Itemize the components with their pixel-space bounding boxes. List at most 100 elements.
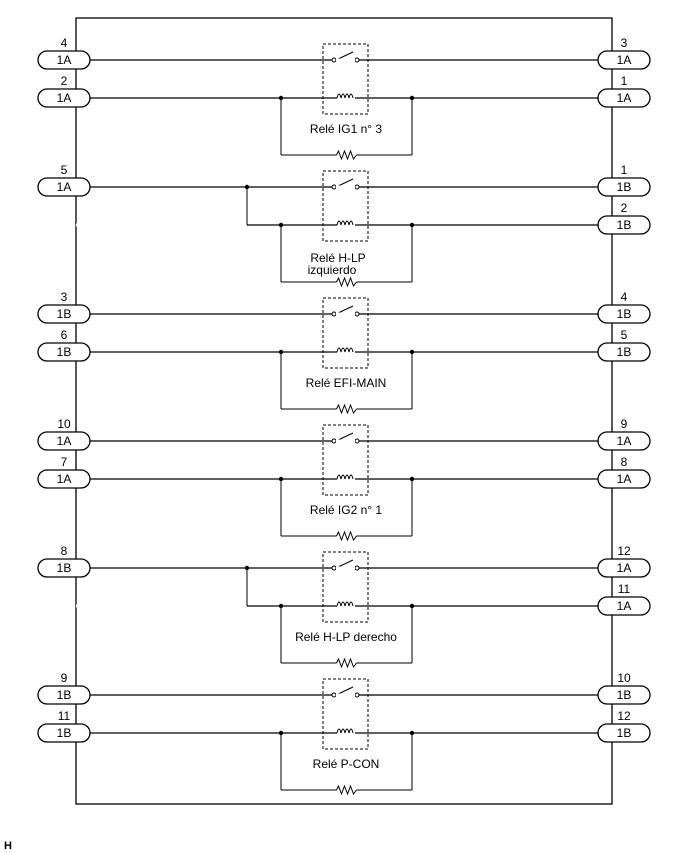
junction-dot bbox=[278, 95, 284, 101]
right-connector-label: 1B bbox=[617, 180, 632, 194]
relay-housing bbox=[322, 551, 369, 623]
right-connector-pill bbox=[597, 50, 651, 70]
right-connector-label: 1B bbox=[617, 726, 632, 740]
right-connector: 1B1 bbox=[597, 163, 651, 197]
left-connector: 1A4 bbox=[37, 36, 91, 70]
coil-symbol bbox=[336, 474, 354, 480]
left-connector-label: 1B bbox=[57, 561, 72, 575]
left-pin-number: 6 bbox=[61, 328, 68, 342]
junction-dot bbox=[409, 730, 415, 736]
resistor-symbol bbox=[336, 276, 357, 288]
junction-dot bbox=[244, 565, 250, 571]
left-connector-pill bbox=[37, 685, 91, 705]
right-connector-label: 1A bbox=[617, 599, 632, 613]
right-connector: 1B2 bbox=[597, 201, 651, 235]
left-pin-number: 8 bbox=[61, 544, 68, 558]
right-connector-label: 1B bbox=[617, 345, 632, 359]
right-connector: 1A9 bbox=[597, 417, 651, 451]
left-connector-pill bbox=[37, 558, 91, 578]
left-connector-label: 1A bbox=[57, 434, 72, 448]
switch-contact bbox=[331, 565, 337, 571]
left-connector-pill bbox=[37, 342, 91, 362]
right-connector-pill bbox=[597, 304, 651, 324]
relay-housing bbox=[322, 297, 369, 369]
switch-contact bbox=[354, 565, 360, 571]
switch-contact bbox=[354, 438, 360, 444]
junction-dot bbox=[278, 603, 284, 609]
left-pin-number: 7 bbox=[61, 455, 68, 469]
left-connector: 1A5 bbox=[37, 163, 91, 197]
right-connector-pill bbox=[597, 177, 651, 197]
coil-symbol bbox=[336, 728, 354, 734]
junction-dot bbox=[278, 222, 284, 228]
left-connector-pill bbox=[37, 304, 91, 324]
junction-dot bbox=[244, 184, 250, 190]
right-pin-number: 1 bbox=[621, 163, 628, 177]
right-connector-pill bbox=[597, 685, 651, 705]
left-connector: 1B6 bbox=[37, 328, 91, 362]
left-connector: 1A7 bbox=[37, 455, 91, 489]
junction-dot bbox=[409, 603, 415, 609]
left-pin-number: 3 bbox=[61, 290, 68, 304]
right-connector-pill bbox=[597, 596, 651, 616]
resistor-symbol bbox=[336, 530, 357, 542]
right-pin-number: 4 bbox=[621, 290, 628, 304]
switch-contact bbox=[331, 57, 337, 63]
relay-name: Relé EFI-MAIN bbox=[306, 376, 387, 390]
junction-dot bbox=[409, 476, 415, 482]
relay-housing bbox=[322, 170, 369, 242]
left-connector-pill bbox=[37, 469, 91, 489]
right-pin-number: 12 bbox=[617, 709, 631, 723]
right-connector-pill bbox=[597, 723, 651, 743]
right-connector-label: 1B bbox=[617, 307, 632, 321]
left-pin-number: 10 bbox=[57, 417, 71, 431]
left-pin-number: 5 bbox=[61, 163, 68, 177]
relay-name-line-1: Relé H-LP bbox=[310, 251, 365, 265]
relay-block-outline bbox=[75, 17, 613, 805]
right-connector-label: 1A bbox=[617, 472, 632, 486]
left-connector-label: 1B bbox=[57, 688, 72, 702]
relay-housing bbox=[322, 43, 369, 115]
right-pin-number: 8 bbox=[621, 455, 628, 469]
right-connector-label: 1B bbox=[617, 688, 632, 702]
left-connector-label: 1A bbox=[57, 53, 72, 67]
left-connector-label: 1B bbox=[57, 345, 72, 359]
right-pin-number: 5 bbox=[621, 328, 628, 342]
right-pin-number: 3 bbox=[621, 36, 628, 50]
junction-dot bbox=[278, 730, 284, 736]
relay-name: Relé P-CON bbox=[313, 757, 380, 771]
right-connector-label: 1A bbox=[617, 53, 632, 67]
switch-contact bbox=[331, 438, 337, 444]
left-pin-number: 4 bbox=[61, 36, 68, 50]
junction-dot bbox=[409, 222, 415, 228]
left-connector: 1A2 bbox=[37, 74, 91, 108]
right-connector-pill bbox=[597, 431, 651, 451]
left-connector-label: 1B bbox=[57, 307, 72, 321]
coil-symbol bbox=[336, 347, 354, 353]
resistor-symbol bbox=[336, 149, 357, 161]
left-connector: 1B9 bbox=[37, 671, 91, 705]
left-connector-pill bbox=[37, 723, 91, 743]
relay-name: Relé IG1 n° 3 bbox=[310, 122, 382, 136]
figure-code: H bbox=[4, 840, 12, 852]
switch-contact bbox=[354, 184, 360, 190]
left-connector-label: 1A bbox=[57, 472, 72, 486]
relay-name: Relé H-LP derecho bbox=[295, 630, 397, 644]
coil-symbol bbox=[336, 601, 354, 607]
right-pin-number: 10 bbox=[617, 671, 631, 685]
switch-contact bbox=[331, 311, 337, 317]
left-connector-label: 1A bbox=[57, 180, 72, 194]
junction-dot bbox=[409, 95, 415, 101]
junction-dot bbox=[278, 349, 284, 355]
resistor-symbol bbox=[336, 657, 357, 669]
right-pin-number: 12 bbox=[617, 544, 631, 558]
